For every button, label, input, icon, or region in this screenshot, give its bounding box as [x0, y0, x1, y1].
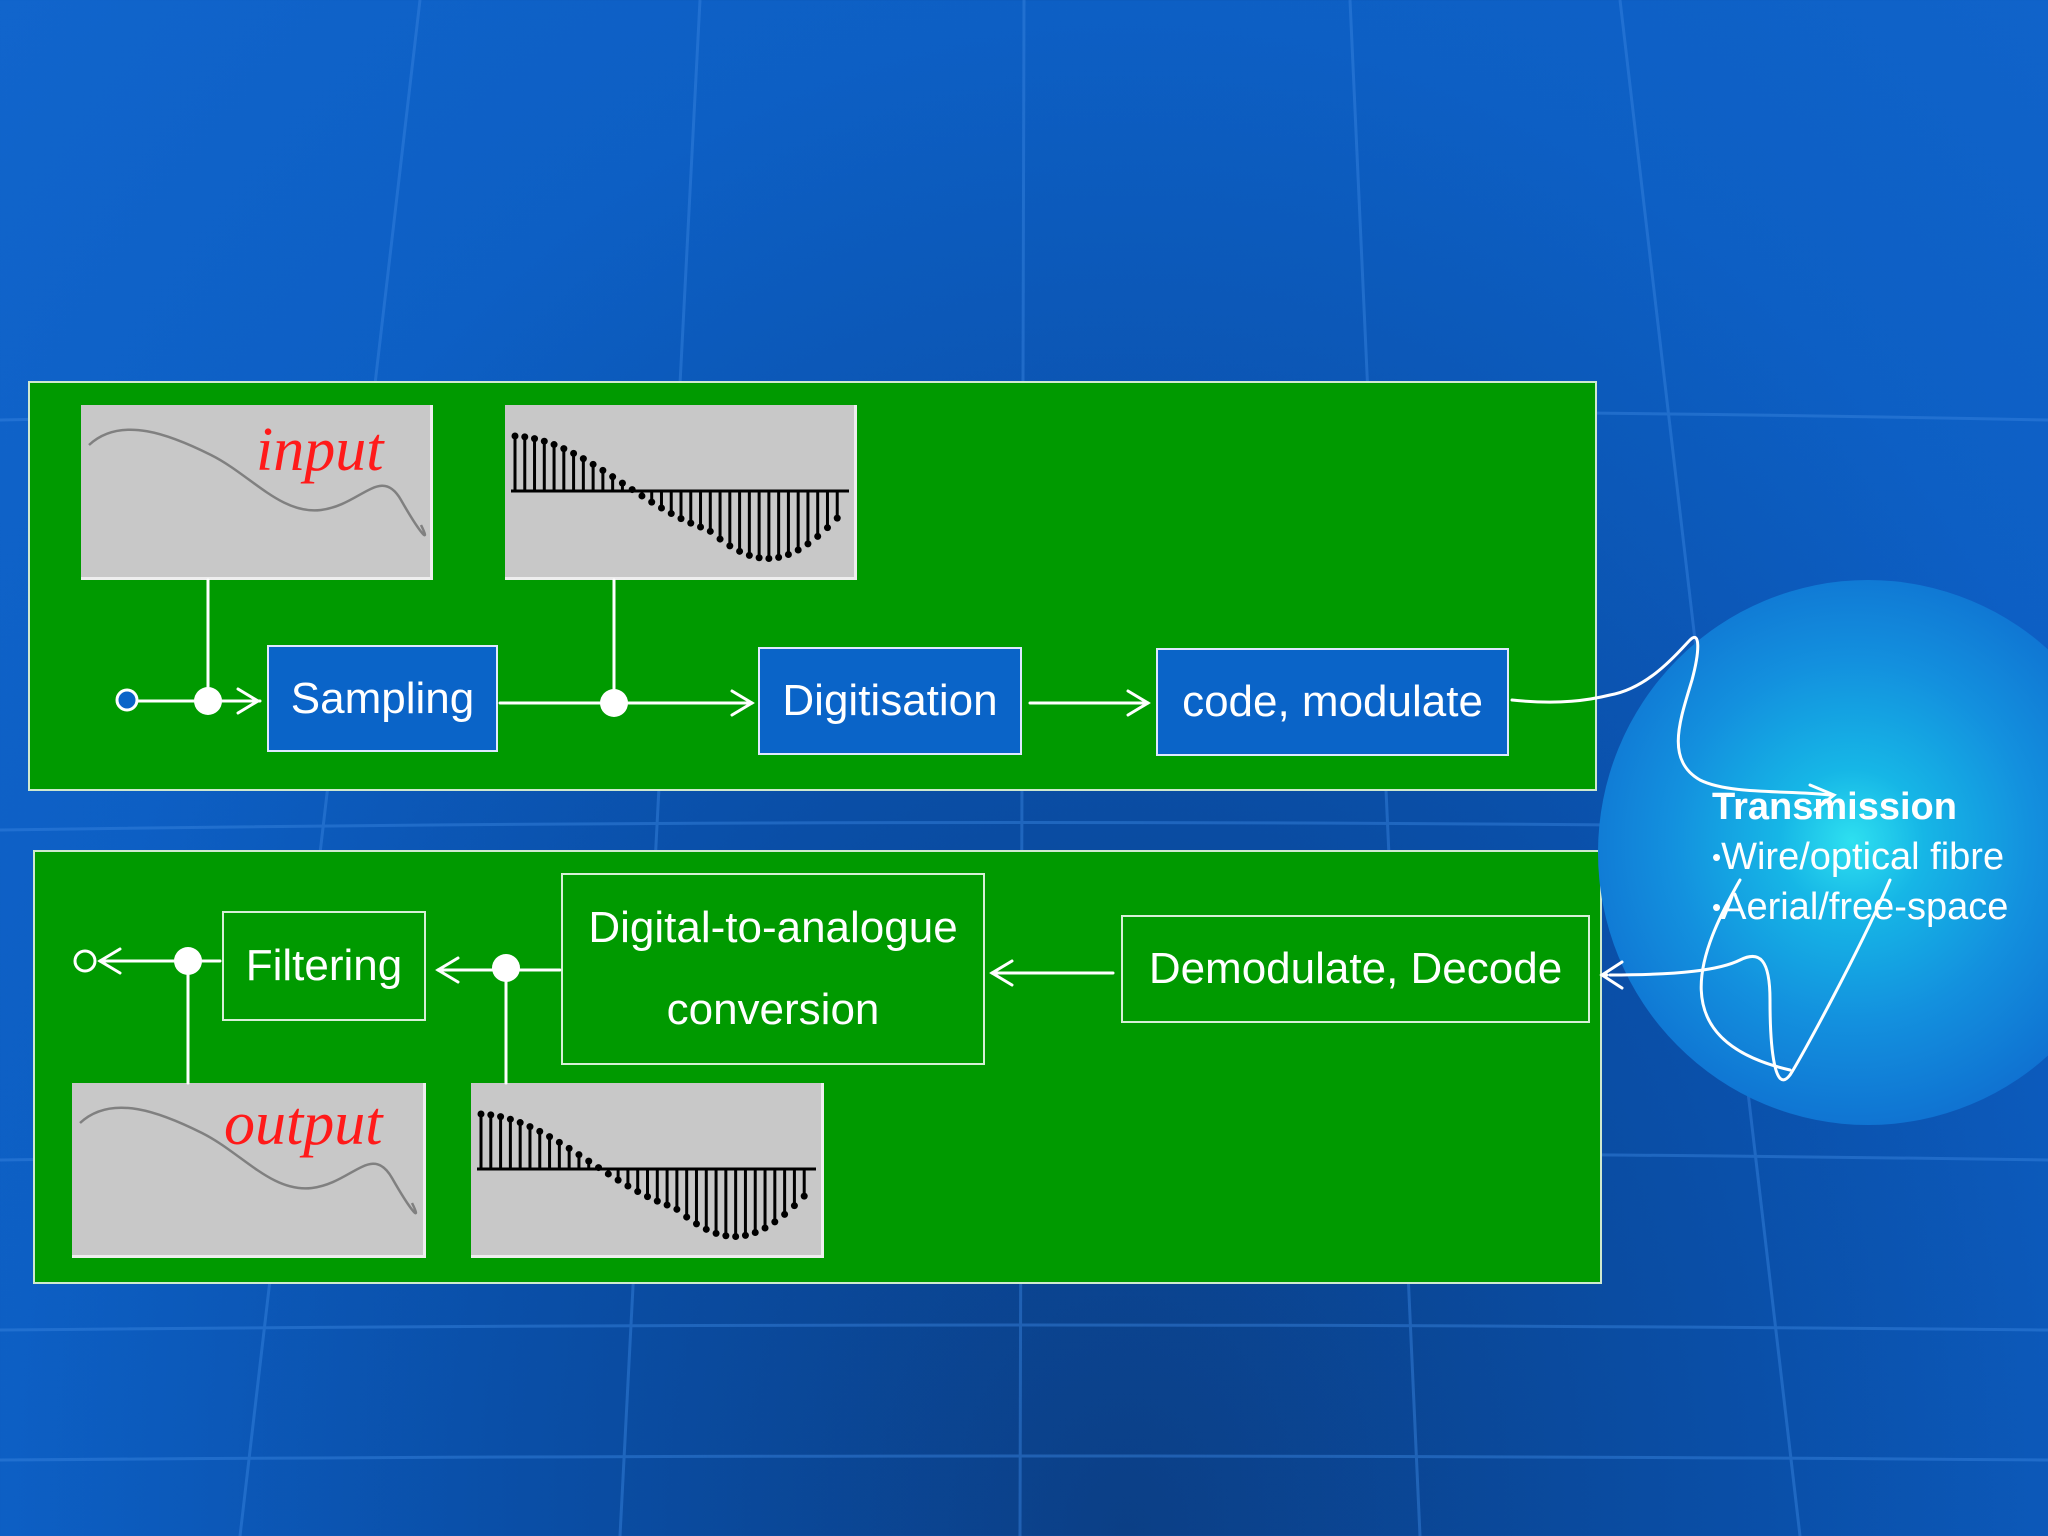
- stem-marker: [555, 1138, 563, 1146]
- stem-marker: [712, 1229, 720, 1237]
- stem-marker: [784, 551, 792, 559]
- code-modulate-block: code, modulate: [1156, 648, 1509, 756]
- dac-label-line1: Digital-to-analogue: [588, 903, 958, 952]
- input-label: input: [256, 416, 384, 484]
- stem-marker: [536, 1127, 544, 1135]
- stem-marker: [550, 441, 558, 449]
- stem-marker: [736, 547, 744, 555]
- sampled-signal-plot-bottom: [471, 1083, 824, 1258]
- stem-marker: [560, 445, 568, 453]
- stem-marker: [667, 510, 675, 518]
- stem-marker: [526, 1123, 534, 1131]
- dac-label-line2: conversion: [666, 985, 880, 1034]
- stem-marker: [618, 479, 626, 487]
- stem-marker: [790, 1202, 798, 1210]
- stem-marker: [706, 527, 714, 535]
- stem-marker: [755, 554, 763, 562]
- stem-marker: [570, 449, 578, 457]
- stem-marker: [800, 1192, 808, 1200]
- stem-marker: [614, 1176, 622, 1184]
- stem-marker: [722, 1232, 730, 1240]
- stem-marker: [638, 492, 646, 500]
- transmission-text: Transmission Wire/optical fibre Aerial/f…: [1712, 782, 2008, 932]
- stem-marker: [657, 504, 665, 512]
- stem-marker: [565, 1144, 573, 1152]
- stem-marker: [653, 1197, 661, 1205]
- stem-marker: [648, 498, 656, 506]
- sampling-block: Sampling: [267, 645, 498, 752]
- stem-marker: [516, 1119, 524, 1127]
- stem-marker: [575, 1151, 583, 1159]
- stem-marker: [716, 535, 724, 543]
- stem-marker: [579, 455, 587, 463]
- stem-marker: [775, 553, 783, 561]
- digitisation-block: Digitisation: [758, 647, 1022, 755]
- output-waveform-plot: output: [72, 1083, 426, 1258]
- stem-marker: [781, 1210, 789, 1218]
- stem-marker: [634, 1188, 642, 1196]
- stem-marker: [589, 460, 597, 468]
- stem-marker: [497, 1113, 505, 1121]
- stem-marker: [531, 435, 539, 443]
- demodulate-decode-block: Demodulate, Decode: [1121, 915, 1590, 1023]
- stem-marker: [697, 523, 705, 531]
- stem-marker: [833, 514, 841, 522]
- stem-marker: [741, 1231, 749, 1239]
- output-label: output: [224, 1090, 383, 1158]
- stem-marker: [732, 1232, 740, 1240]
- stem-marker: [765, 554, 773, 562]
- stem-marker: [599, 466, 607, 474]
- stem-marker: [546, 1133, 554, 1141]
- sampled-signal-plot-top: [505, 405, 857, 580]
- stem-marker: [628, 486, 636, 494]
- stem-marker: [751, 1229, 759, 1237]
- stem-marker: [745, 551, 753, 559]
- stem-marker: [585, 1157, 593, 1165]
- stem-marker: [823, 524, 831, 532]
- stem-marker: [477, 1110, 485, 1118]
- stem-marker: [804, 540, 812, 548]
- stem-marker: [540, 437, 548, 445]
- filtering-label: Filtering: [245, 941, 403, 990]
- stem-marker: [761, 1224, 769, 1232]
- code-modulate-label: code, modulate: [1182, 677, 1483, 726]
- stem-marker: [687, 519, 695, 527]
- stem-marker: [683, 1213, 691, 1221]
- filtering-block: Filtering: [222, 911, 426, 1021]
- stem-marker: [604, 1170, 612, 1178]
- input-waveform-plot: input: [81, 405, 433, 580]
- stem-marker: [726, 542, 734, 550]
- stem-marker: [521, 433, 529, 441]
- stem-marker: [487, 1111, 495, 1119]
- stem-marker: [595, 1164, 603, 1172]
- stem-marker: [814, 532, 822, 540]
- stem-marker: [702, 1225, 710, 1233]
- stem-marker: [692, 1220, 700, 1228]
- dac-block: Digital-to-analogue conversion: [561, 873, 985, 1065]
- stem-marker: [673, 1205, 681, 1213]
- stem-marker: [663, 1201, 671, 1209]
- stem-marker: [506, 1115, 514, 1123]
- stem-marker: [771, 1218, 779, 1226]
- stem-marker: [511, 432, 519, 440]
- transmission-item-wire: Wire/optical fibre: [1712, 832, 2008, 882]
- stem-marker: [609, 473, 617, 481]
- transmission-item-aerial: Aerial/free-space: [1712, 882, 2008, 932]
- digitisation-label: Digitisation: [782, 676, 998, 725]
- stem-marker: [644, 1193, 651, 1201]
- transmission-title: Transmission: [1712, 786, 1957, 828]
- stem-marker: [677, 515, 685, 523]
- sampling-label: Sampling: [290, 673, 475, 723]
- stem-marker: [794, 546, 802, 554]
- stem-marker: [624, 1182, 632, 1190]
- demodulate-decode-label: Demodulate, Decode: [1148, 944, 1563, 993]
